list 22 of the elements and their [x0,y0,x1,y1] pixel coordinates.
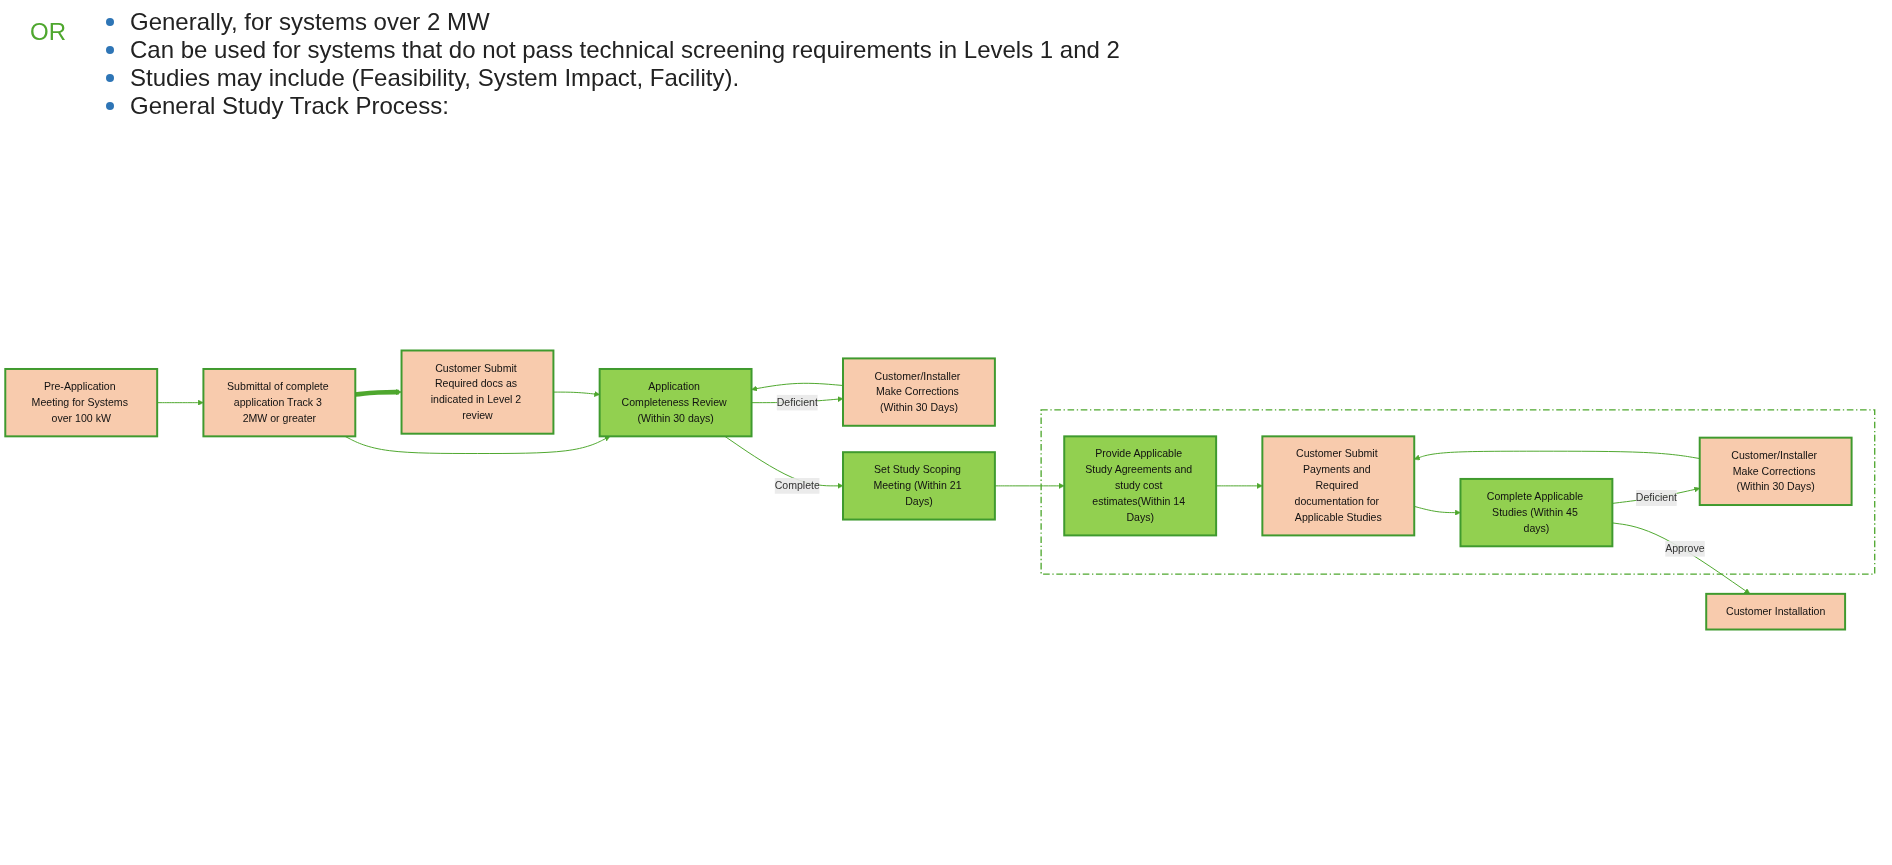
edge-label: Deficient [1635,492,1677,504]
node-box: Application Completeness Review (Within 30 days) [598,368,753,438]
node-box: Customer/Installer Make Corrections (Within 30 Days) [1698,436,1853,506]
node-box: Set Study Scoping Meeting (Within 21 Days) [842,451,996,521]
node-box: Customer Submit Payments and Required documentation for Applicable Studies [1261,435,1416,537]
bullet-text: Generally, for systems over 2 MW [130,8,490,35]
edge-label: Deficient [776,396,818,408]
bullet-text: General Study Track Process: [130,92,449,119]
node-box: Pre-Application Meeting for Systems over 100 kW [4,368,159,438]
or-label: OR [30,18,66,46]
cluster [1040,409,1876,575]
node-box: Customer/Installer Make Corrections (Within 30 Days) [842,357,996,427]
bullet-text: Can be used for systems that do not pass technical screening requirements in Levels 1 and 2 [130,36,1120,63]
edge-label: Approve [1665,542,1705,555]
bullet-text: Studies may include (Feasibility, System Impact, Facility). [130,64,740,91]
node-box: Complete Applicable Studies (Within 45 days) [1459,477,1614,548]
node-box: Customer Installation [1705,592,1847,631]
edge-label: Complete [774,479,820,492]
arrow [355,389,402,397]
node-box: Customer Submit Required docs as indicated in Level 2 review [400,349,555,435]
node-box: Provide Applicable Study Agreements and study cost estimates(Within 14 Days) [1063,435,1218,537]
node-box: Submittal of complete application Track 3 2MW or greater [202,368,357,438]
